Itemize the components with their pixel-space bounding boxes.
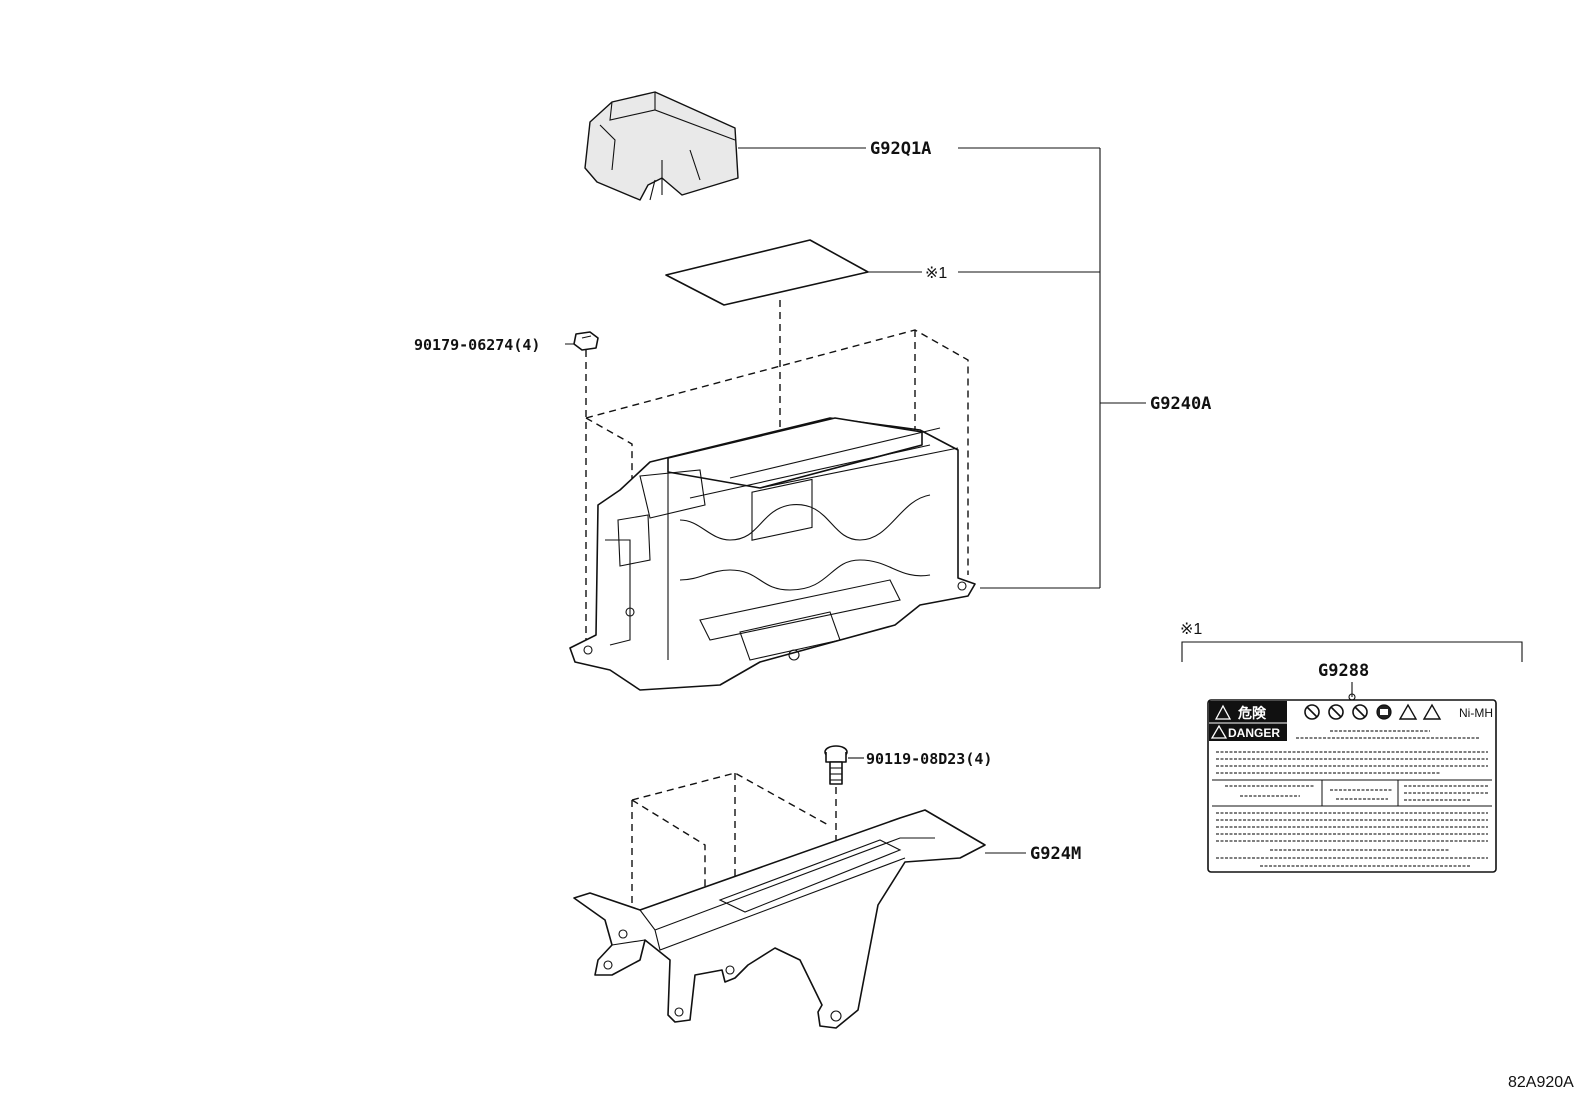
callout-lines (565, 147, 1146, 854)
hazard-pictogram-icons (1304, 703, 1442, 720)
callout-assembly: G9240A (1150, 394, 1211, 414)
bolt-part[interactable] (824, 745, 848, 785)
callout-bolt: 90119-08D23(4) (866, 750, 992, 768)
callout-label-sheet: ※1 (925, 265, 947, 282)
callout-nut: 90179-06274(4) (414, 336, 540, 354)
label-fine-print (1212, 730, 1492, 867)
callout-bracket: G924M (1030, 844, 1081, 864)
callout-cover: G92Q1A (870, 139, 931, 159)
warning-triangle-icon (1210, 704, 1232, 739)
danger-label[interactable]: 危険 DANGER Ni-MH (1207, 699, 1497, 873)
cover-part[interactable] (584, 91, 739, 201)
label-warning-jp: 危険 (1237, 705, 1267, 721)
label-warning-en: DANGER (1228, 726, 1280, 740)
nut-part[interactable] (573, 331, 599, 351)
battery-assembly[interactable] (569, 417, 976, 691)
label-sheet[interactable] (665, 239, 869, 306)
label-type: Ni-MH (1459, 706, 1493, 720)
diagram-code: 82A920A (1508, 1074, 1574, 1091)
detail-ref-mark: ※1 (1180, 621, 1202, 638)
bracket-part[interactable] (573, 809, 986, 1029)
detail-part-no: G9288 (1318, 661, 1369, 681)
label-detail: ※1 G9288 危険 DANGER (1180, 621, 1523, 873)
